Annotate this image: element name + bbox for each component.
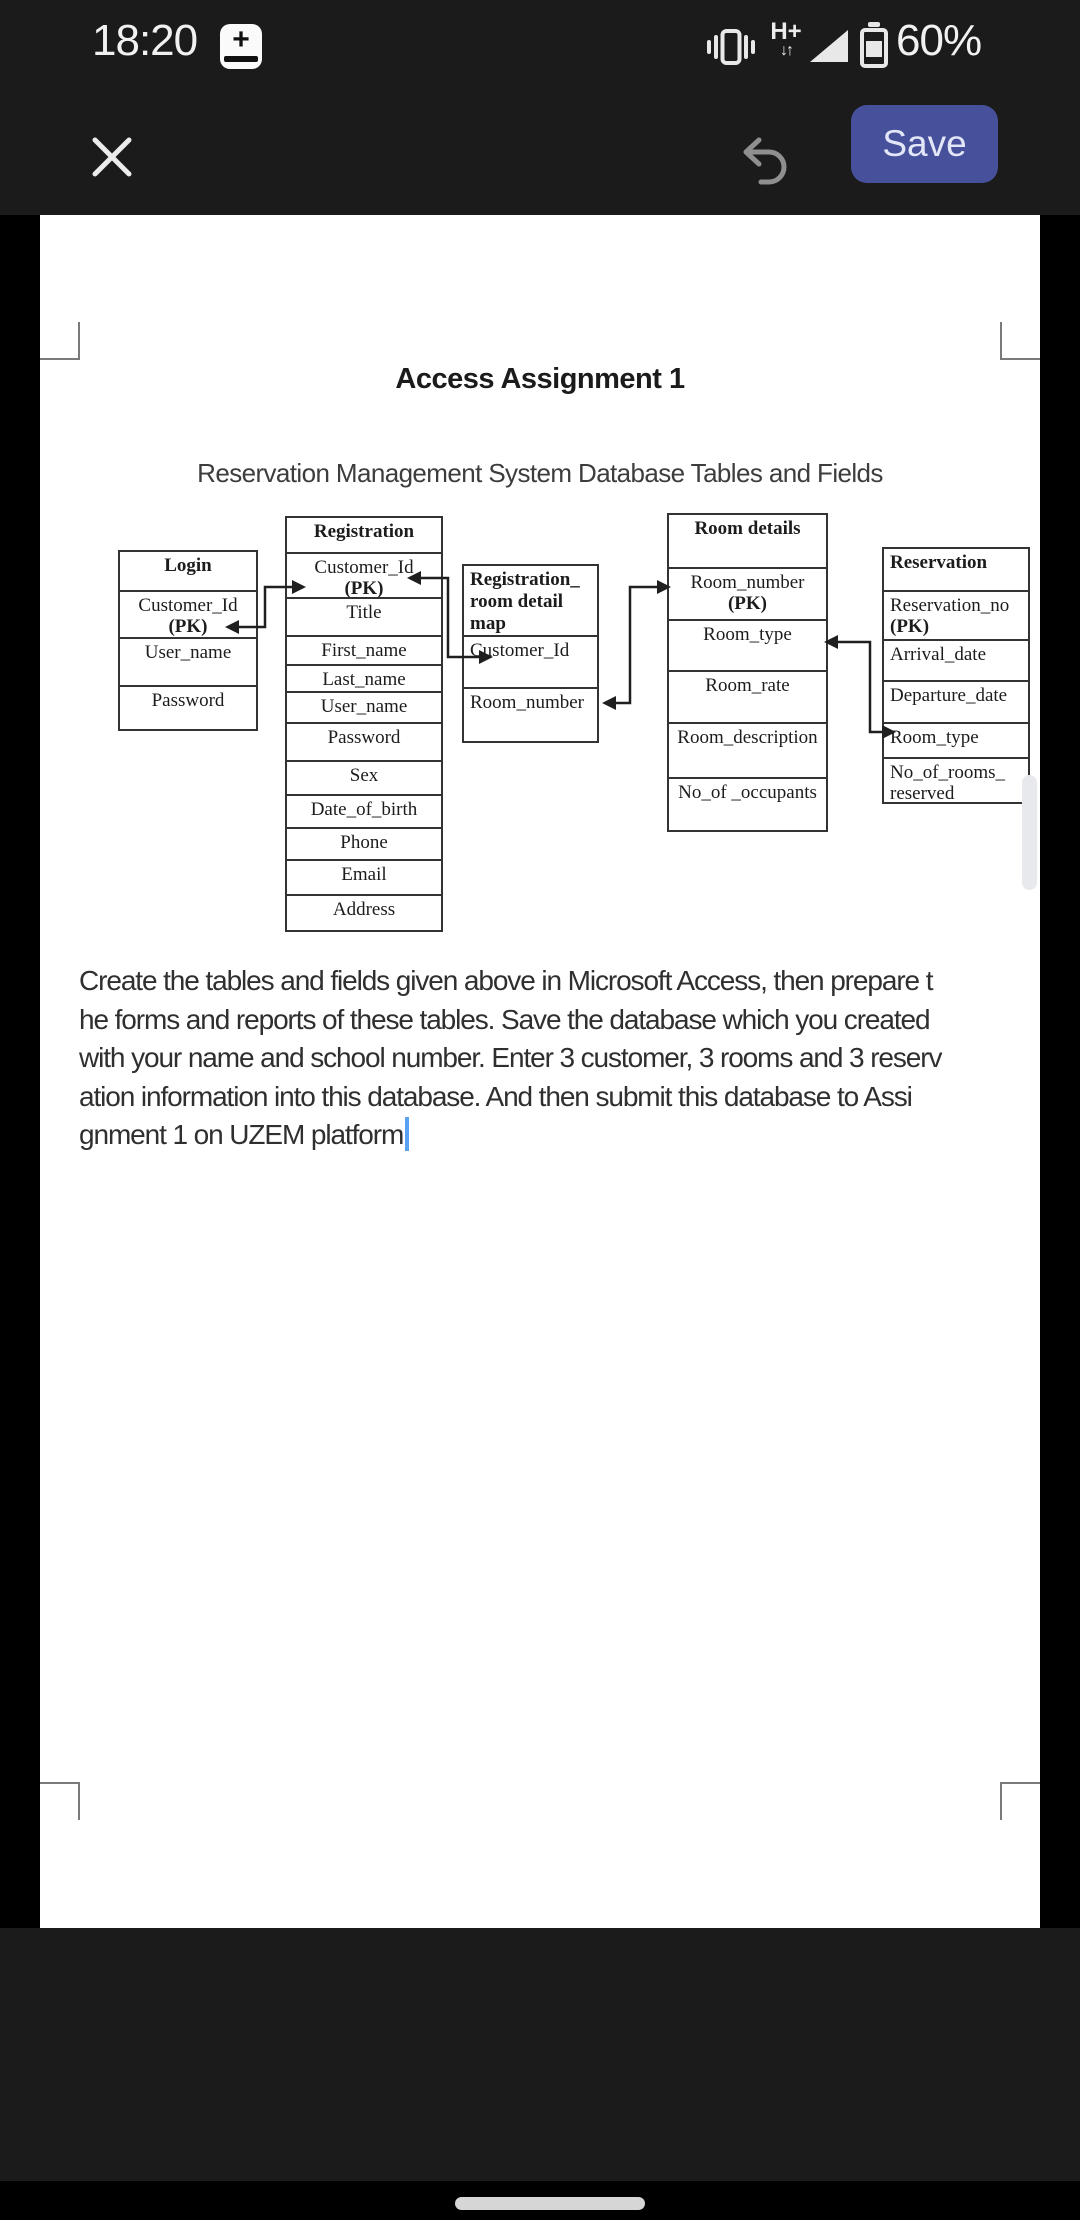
margin-corner-bottom-right: [1000, 1782, 1040, 1820]
table-row: Password: [287, 722, 441, 760]
signal-icon: [810, 30, 848, 62]
table-reservation: Reservation Reservation_no(PK) Arrival_d…: [882, 547, 1030, 804]
text-cursor: [405, 1117, 410, 1151]
document-subtitle: Reservation Management System Database T…: [197, 458, 883, 488]
table-row: Departure_date: [884, 680, 1028, 722]
scrollbar-thumb[interactable]: [1022, 775, 1037, 890]
table-registration-room-detail-map: Registration_ room detail map Customer_I…: [462, 564, 599, 743]
top-bars: 18:20 + H+ ↓↑ 60%: [0, 0, 1080, 215]
undo-icon[interactable]: [731, 126, 795, 190]
table-row: First_name: [287, 635, 441, 664]
table-row: Room_type: [884, 722, 1028, 757]
status-time: 18:20: [92, 16, 198, 65]
battery-percent: 60%: [896, 16, 982, 65]
paragraph-line: gnment 1 on UZEM platform: [79, 1116, 941, 1155]
close-icon[interactable]: [88, 133, 136, 181]
save-button-label: Save: [882, 123, 967, 164]
document-page[interactable]: Access Assignment 1 Reservation Manageme…: [40, 215, 1040, 1928]
vibrate-icon: [707, 29, 755, 65]
table-row: Password: [120, 685, 256, 729]
table-row: Last_name: [287, 664, 441, 691]
paragraph-line: Create the tables and fields given above…: [79, 965, 933, 996]
table-row: No_of _occupants: [669, 777, 826, 830]
table-room-details: Room details Room_number(PK) Room_type R…: [667, 513, 828, 832]
margin-corner-bottom-left: [40, 1782, 80, 1820]
table-row: Customer_Id(PK): [120, 590, 256, 637]
paragraph-line: he forms and reports of these tables. Sa…: [79, 1003, 931, 1035]
table-row: Title: [287, 597, 441, 635]
table-row: Room_number: [464, 687, 597, 741]
notification-badge-icon: +: [220, 24, 262, 69]
table-row: Customer_Id(PK): [287, 552, 441, 597]
table-row: Room_type: [669, 619, 826, 670]
table-row: Room_rate: [669, 670, 826, 722]
table-login: Login Customer_Id(PK) User_name Password: [118, 550, 258, 731]
table-registration: Registration Customer_Id(PK) Title First…: [285, 516, 443, 932]
margin-corner-top-right: [1000, 322, 1040, 360]
table-row: Customer_Id: [464, 635, 597, 687]
table-row: Email: [287, 859, 441, 894]
table-row: Reservation_no(PK): [884, 590, 1028, 639]
save-button[interactable]: Save: [851, 105, 998, 183]
home-indicator[interactable]: [455, 2197, 645, 2210]
body-paragraph[interactable]: Create the tables and fields given above…: [79, 962, 942, 1155]
table-row: User_name: [120, 637, 256, 685]
paragraph-line: with your name and school number. Enter …: [79, 1042, 942, 1073]
table-row: Phone: [287, 827, 441, 859]
document-title: Access Assignment 1: [395, 363, 685, 395]
margin-corner-top-left: [40, 322, 80, 360]
table-row: Room_number(PK): [669, 567, 826, 619]
table-row: Room_description: [669, 722, 826, 777]
table-row: User_name: [287, 691, 441, 722]
network-mode-indicator: H+ ↓↑: [763, 18, 809, 59]
table-row: Sex: [287, 760, 441, 794]
table-row: Arrival_date: [884, 639, 1028, 680]
bottom-band: [0, 1928, 1080, 2181]
table-row: Address: [287, 894, 441, 930]
network-mode-label: H+: [770, 18, 802, 45]
data-arrows-icon: ↓↑: [780, 42, 794, 59]
table-row: Date_of_birth: [287, 794, 441, 827]
table-row: No_of_rooms_reserved: [884, 757, 1028, 802]
paragraph-line: ation information into this database. An…: [79, 1080, 913, 1112]
battery-icon: [860, 22, 888, 68]
